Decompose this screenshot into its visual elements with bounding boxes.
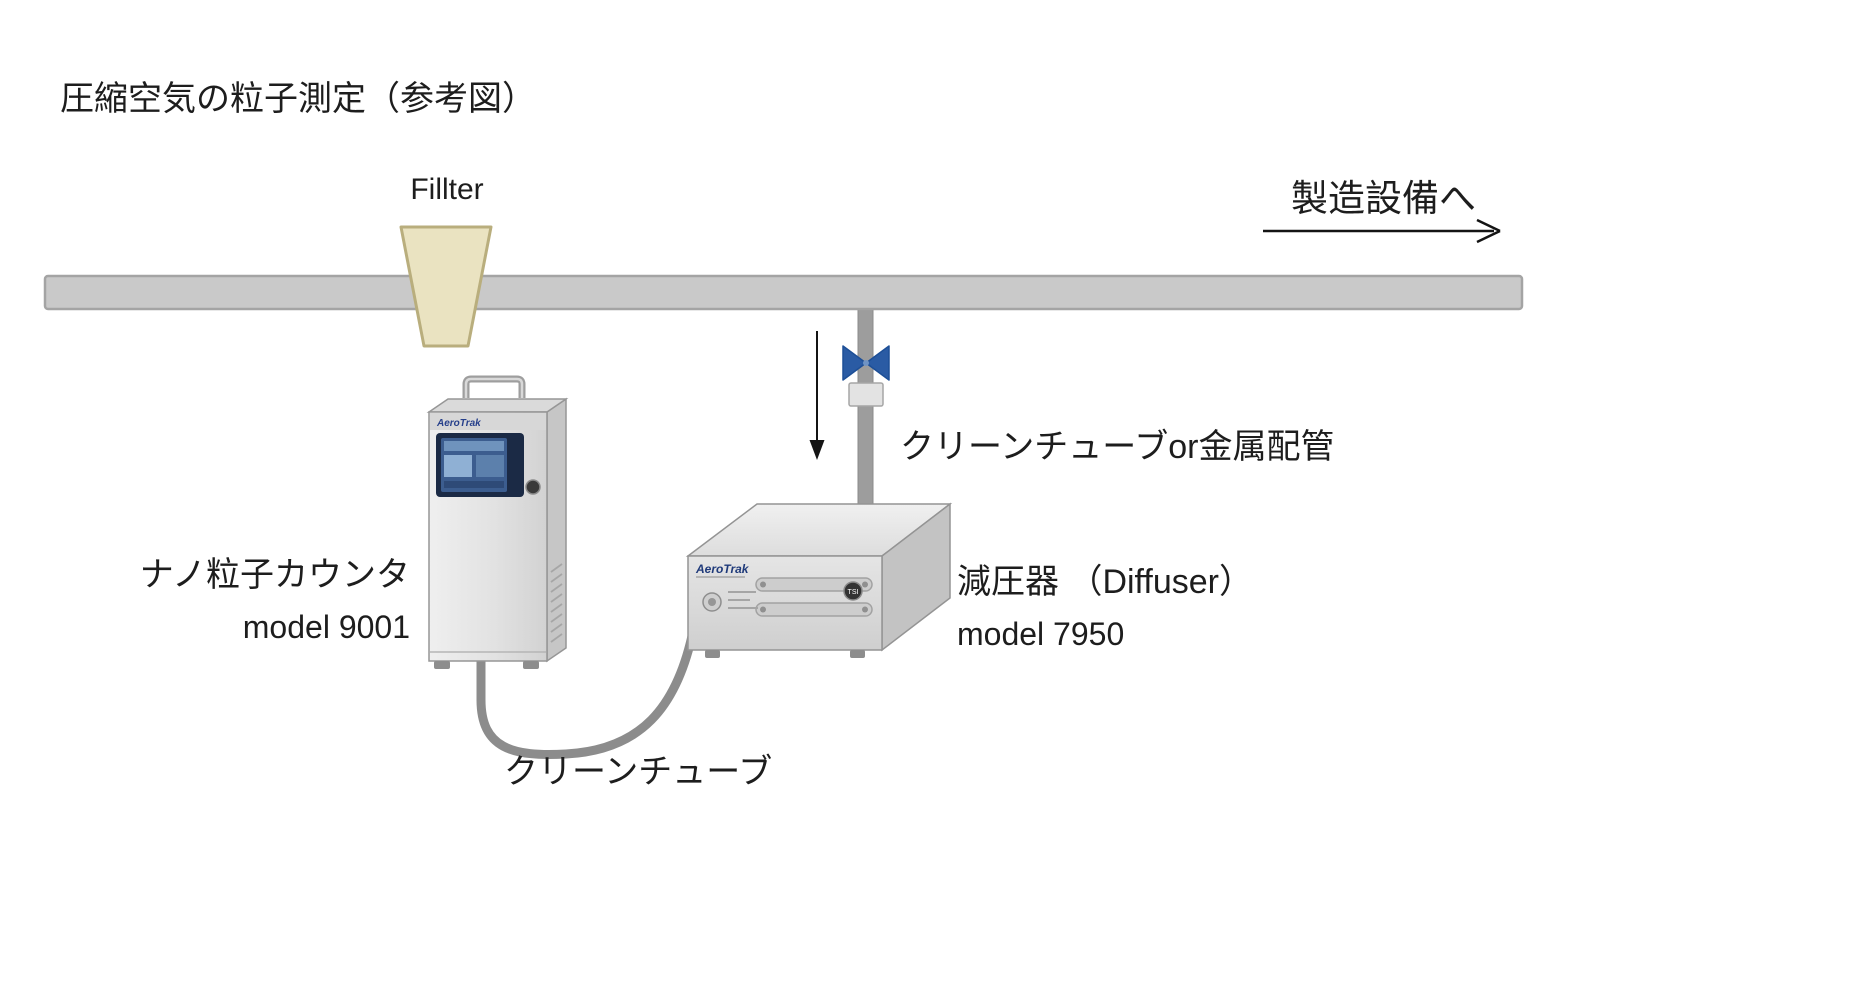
clean-tube-label: クリーンチューブ xyxy=(504,753,773,791)
main-pipe xyxy=(43,274,1524,311)
diffuser-device: AeroTrak TSI xyxy=(685,502,953,658)
branch-pipe-label: クリーンチューブor金属配管 xyxy=(900,428,1335,466)
filter-shape xyxy=(399,225,493,348)
particle-counter-name: ナノ粒子カウンタ xyxy=(139,556,410,594)
diffuser-model: model 7950 xyxy=(957,616,1125,652)
particle-counter-label: ナノ粒子カウンタ model 9001 xyxy=(60,556,410,646)
particle-counter-device: AeroTrak xyxy=(426,375,569,669)
svg-text:TSI: TSI xyxy=(848,589,859,596)
filter-label: Fillter xyxy=(410,173,484,206)
flow-arrow-icon xyxy=(1263,218,1501,244)
down-arrow-icon xyxy=(809,331,825,460)
diffuser-brand-logo: AeroTrak xyxy=(695,562,750,576)
counter-brand-logo: AeroTrak xyxy=(436,418,481,429)
diagram-title: 圧縮空気の粒子測定（参考図） xyxy=(60,80,536,118)
vent-slots xyxy=(755,577,873,617)
tsi-logo-diffuser: TSI xyxy=(843,581,863,601)
diffuser-name: 減圧器 （Diffuser） xyxy=(957,563,1253,601)
side-vents xyxy=(550,563,563,643)
device-handle xyxy=(462,375,526,398)
particle-counter-model: model 9001 xyxy=(242,609,410,646)
valve-fitting xyxy=(848,382,884,407)
inlet-connector xyxy=(702,591,758,612)
valve-icon xyxy=(842,345,890,381)
destination-label: 製造設備へ xyxy=(1291,178,1476,219)
branch-pipe xyxy=(857,299,874,516)
tsi-logo-counter xyxy=(525,479,541,495)
clean-tube xyxy=(476,602,704,759)
